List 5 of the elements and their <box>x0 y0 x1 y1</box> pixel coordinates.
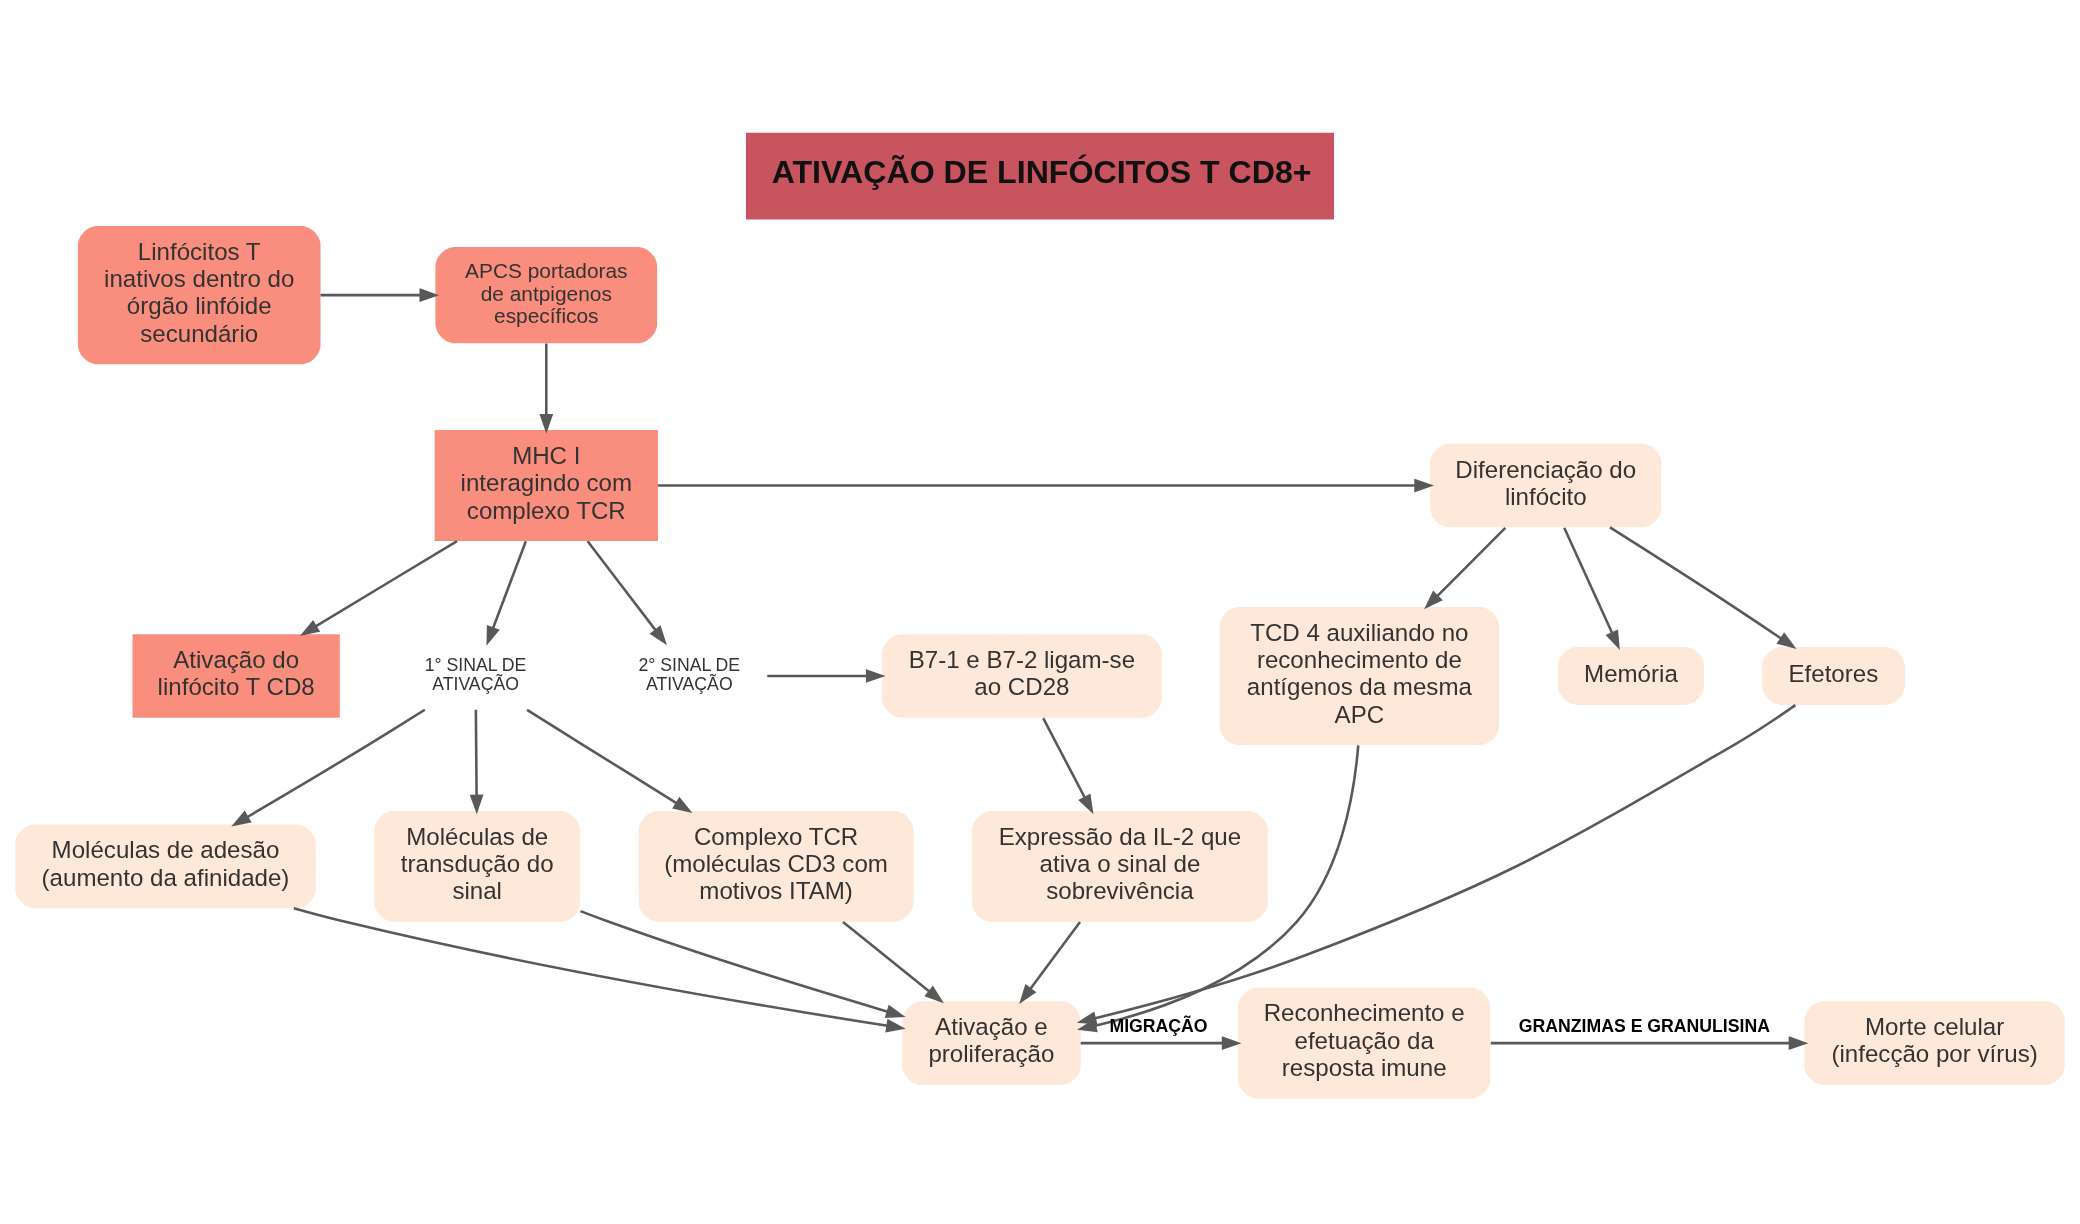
node-text: 1° SINAL DE ATIVAÇÃO <box>424 654 527 694</box>
node-text: 2° SINAL DE ATIVAÇÃO <box>638 654 741 694</box>
diagram-title: ATIVAÇÃO DE LINFÓCITOS T CD8+ <box>771 153 1312 190</box>
edge-label: MIGRAÇÃO <box>1109 1015 1208 1036</box>
edge-label: GRANZIMAS E GRANULISINA <box>1518 1015 1770 1036</box>
